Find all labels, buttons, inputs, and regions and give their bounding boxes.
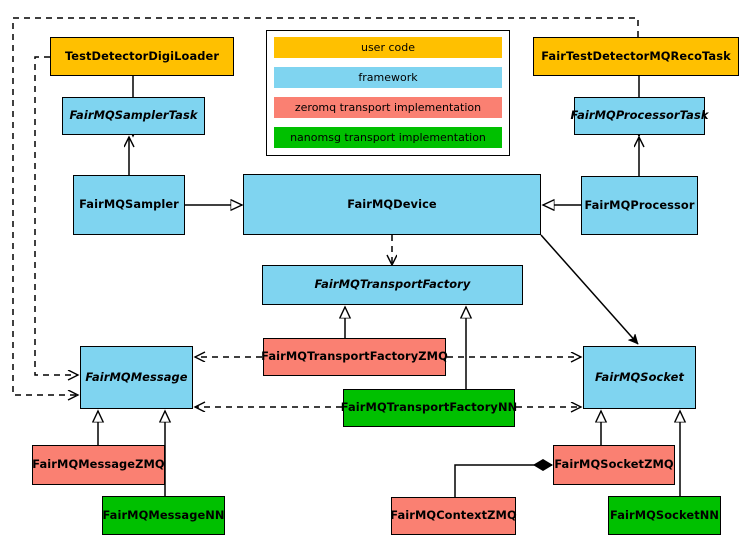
edge-digiloader-message (34, 56, 78, 375)
class-node-label: FairMQProcessorTask (570, 108, 709, 123)
class-node-label: FairMQMessageZMQ (32, 457, 165, 472)
class-node-FairMQSamplerTask[interactable]: FairMQSamplerTask (62, 97, 205, 135)
class-node-FairMQSocketZMQ[interactable]: FairMQSocketZMQ (553, 445, 675, 485)
class-node-FairMQMessageZMQ[interactable]: FairMQMessageZMQ (32, 445, 165, 485)
class-node-label: FairMQSocketZMQ (554, 457, 674, 472)
legend-item-nanomsg: nanomsg transport implementation (274, 127, 502, 148)
class-node-label: FairMQSocket (594, 369, 685, 384)
legend-item-zeromq: zeromq transport implementation (274, 97, 502, 118)
class-node-FairTestDetectorMQRecoTask[interactable]: FairTestDetectorMQRecoTask (533, 37, 739, 76)
legend-item-label: zeromq transport implementation (294, 101, 482, 114)
class-node-FairMQContextZMQ[interactable]: FairMQContextZMQ (390, 497, 517, 535)
legend-item-label: framework (358, 71, 418, 84)
class-node-FairMQTransportFactory[interactable]: FairMQTransportFactory (262, 265, 523, 305)
class-node-FairMQSocket[interactable]: FairMQSocket (583, 346, 696, 409)
edge-device-socket (540, 234, 639, 344)
edge-socketzmq-contextzmq (454, 465, 552, 497)
class-node-label: FairMQSocketNN (609, 507, 720, 522)
edge-recotask-message (12, 17, 639, 395)
class-node-FairMQTransportFactoryZMQ[interactable]: FairMQTransportFactoryZMQ (261, 338, 448, 376)
class-node-FairMQSocketNN[interactable]: FairMQSocketNN (608, 496, 721, 535)
class-node-label: FairMQDevice (347, 196, 437, 211)
legend-item-label: nanomsg transport implementation (290, 131, 486, 144)
class-node-label: FairMQProcessor (584, 197, 695, 212)
class-node-FairMQProcessor[interactable]: FairMQProcessor (581, 176, 698, 235)
class-node-TestDetectorDigiLoader[interactable]: TestDetectorDigiLoader (50, 37, 234, 76)
class-node-FairMQMessage[interactable]: FairMQMessage (80, 346, 193, 409)
class-node-label: FairMQTransportFactory (314, 277, 471, 292)
class-node-FairMQDevice[interactable]: FairMQDevice (243, 174, 541, 235)
legend-item-label: user code (360, 41, 416, 54)
class-node-FairMQSampler[interactable]: FairMQSampler (73, 175, 185, 235)
class-node-FairMQMessageNN[interactable]: FairMQMessageNN (102, 496, 225, 535)
class-node-FairMQTransportFactoryNN[interactable]: FairMQTransportFactoryNN (340, 389, 518, 427)
legend-item-framework: framework (274, 67, 502, 88)
class-node-label: FairTestDetectorMQRecoTask (541, 48, 731, 63)
class-node-label: FairMQSampler (79, 197, 179, 212)
class-node-label: FairMQMessageNN (102, 507, 225, 522)
class-node-label: FairMQContextZMQ (390, 508, 517, 523)
class-node-label: TestDetectorDigiLoader (64, 48, 220, 63)
class-node-label: FairMQMessage (85, 369, 188, 384)
class-node-label: FairMQSamplerTask (69, 108, 198, 123)
legend-item-user-code: user code (274, 37, 502, 58)
class-node-label: FairMQTransportFactoryZMQ (261, 349, 448, 364)
class-node-label: FairMQTransportFactoryNN (340, 400, 518, 415)
class-node-FairMQProcessorTask[interactable]: FairMQProcessorTask (571, 97, 708, 135)
